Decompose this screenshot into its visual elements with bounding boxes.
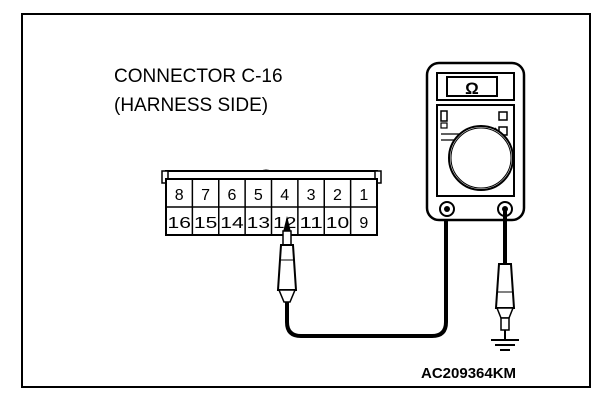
connector-title-line2: (HARNESS SIDE) [114, 95, 268, 116]
ground-icon [491, 339, 519, 351]
pin-bottom-10: 10 [326, 215, 350, 232]
connector-title-line1: CONNECTOR C-16 [114, 66, 283, 87]
pin-bottom-12: 12 [273, 215, 297, 232]
connector-top-strip [165, 170, 378, 180]
pin-bottom-14: 14 [220, 215, 244, 232]
pin-top-6: 6 [227, 187, 236, 204]
diagram-frame [21, 13, 591, 388]
pin-bottom-9: 9 [359, 215, 368, 232]
test-lead-black [285, 210, 448, 338]
pin-top-3: 3 [307, 187, 316, 204]
probe-connector-side [276, 216, 298, 303]
probe-ground-side [494, 263, 516, 340]
pin-top-7: 7 [201, 187, 210, 204]
pin-bottom-15: 15 [194, 215, 218, 232]
pin-top-4: 4 [280, 187, 289, 204]
pin-top-5: 5 [254, 187, 263, 204]
pin-top-1: 1 [359, 187, 368, 204]
pin-bottom-11: 11 [299, 215, 323, 232]
ohm-symbol: Ω [465, 79, 479, 98]
pin-top-2: 2 [333, 187, 342, 204]
meter-dial [448, 125, 514, 191]
figure-code: AC209364KM [421, 365, 516, 382]
pin-bottom-16: 16 [168, 215, 192, 232]
pin-bottom-13: 13 [247, 215, 271, 232]
ohmmeter: Ω [425, 61, 526, 222]
pin-top-8: 8 [175, 187, 184, 204]
